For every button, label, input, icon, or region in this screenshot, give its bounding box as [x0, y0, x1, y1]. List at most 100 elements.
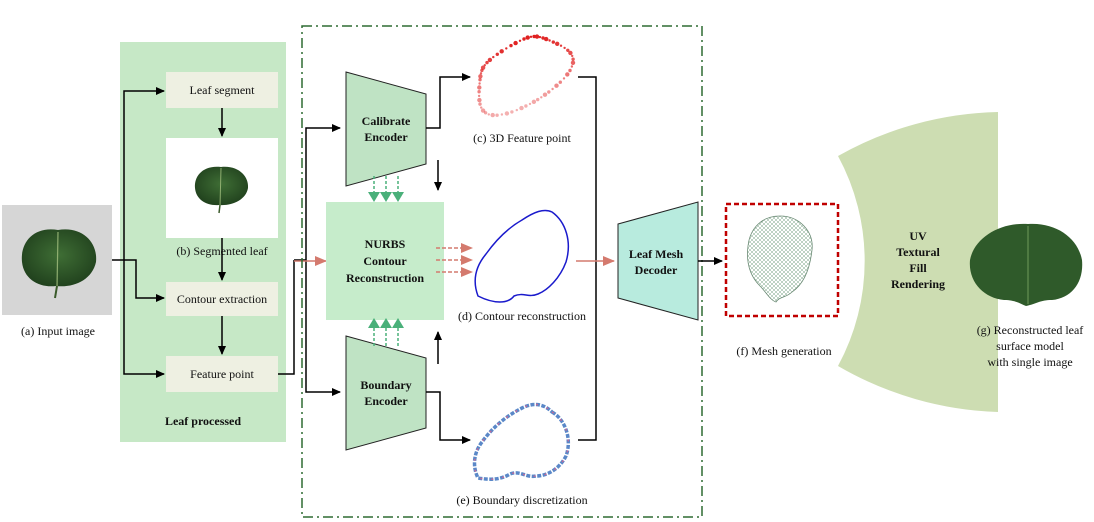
nurbs-line3: Reconstruction — [346, 271, 424, 285]
feature-point-dot — [568, 68, 572, 73]
feature-point-dot — [495, 52, 499, 56]
feature-point-dot — [504, 111, 510, 116]
feature-point-dot — [485, 60, 489, 65]
feature-point-dot — [544, 36, 549, 42]
reconstructed-line2: surface model — [996, 339, 1064, 353]
feature-point-dot — [477, 90, 481, 94]
feature-point-dot — [478, 74, 483, 79]
feature-point-dot — [505, 47, 508, 50]
feature-point-dot — [477, 94, 481, 98]
feature-point-dot — [518, 39, 522, 42]
mesh-leaf — [747, 215, 813, 303]
feature-point-dot — [480, 65, 486, 70]
feature-point-dot — [547, 90, 551, 94]
feature-point-dot — [559, 44, 563, 47]
feature-point-dot — [542, 92, 548, 97]
calibrate-encoder — [345, 71, 427, 187]
feature-point-dot — [571, 57, 575, 61]
panel-arrows — [112, 87, 341, 396]
feature-point-dot — [519, 105, 524, 111]
reconstructed-line3: with single image — [987, 355, 1072, 369]
feature-point-dot — [565, 72, 570, 77]
feature-point-dot — [480, 106, 483, 109]
feature-point-dot — [554, 83, 559, 88]
feature-3d-label: (c) 3D Feature point — [473, 131, 571, 145]
feature-point-dot — [540, 96, 543, 99]
boundary-encoder-line1: Boundary — [360, 378, 411, 392]
feature-point-dot — [510, 110, 514, 114]
feature-point-dot — [563, 46, 566, 50]
feature-point-dot — [534, 34, 540, 39]
feature-point-label: Feature point — [190, 367, 254, 381]
feature-point-dot — [551, 40, 555, 44]
feature-point-dot — [500, 113, 504, 116]
contour-reconstruction-label: (d) Contour reconstruction — [458, 309, 586, 323]
feature-point-dot — [495, 113, 499, 117]
feature-point-dot — [477, 85, 482, 90]
input-image-label: (a) Input image — [21, 324, 95, 338]
feature-point-dot — [566, 48, 570, 52]
uv-line2: Textural — [896, 245, 940, 259]
feature-point-dot — [487, 113, 490, 116]
reconstructed-leaf — [969, 223, 1083, 306]
feature-point-dot — [478, 82, 481, 85]
uv-line3: Fill — [909, 261, 927, 275]
network-frame — [301, 25, 703, 518]
feature-point-dot — [528, 102, 532, 106]
uv-rendering-arc — [838, 112, 998, 412]
feature-point-dot — [568, 50, 573, 56]
feature-point-dot — [538, 35, 542, 39]
feature-point-dot — [524, 104, 528, 108]
boundary-curve — [472, 402, 571, 481]
feature-point-dot — [487, 57, 493, 63]
feature-point-dot — [490, 112, 495, 118]
merge-bracket — [578, 76, 597, 441]
feature-point-dot — [480, 108, 486, 113]
feature-point-dot — [478, 78, 482, 82]
feature-point-dot — [551, 87, 554, 91]
feature-point-dot — [479, 72, 483, 75]
feature-point-dot — [477, 97, 482, 103]
feature-point-dot — [525, 35, 530, 40]
feature-point-dot — [483, 63, 486, 67]
feature-point-dot — [555, 41, 560, 46]
feature-point-dot — [529, 35, 533, 38]
feature-point-dot — [562, 77, 566, 80]
uv-line1: UV — [909, 229, 927, 243]
feature-point-dot — [536, 97, 540, 102]
encoder-arrows — [426, 73, 471, 444]
leaf-segment-label: Leaf segment — [190, 83, 256, 97]
feature-point-dot — [558, 80, 562, 84]
mesh-generation-label: (f) Mesh generation — [736, 344, 831, 358]
feature-point-dot — [513, 40, 518, 46]
nurbs-output-arrows — [436, 243, 473, 277]
decoder-line1: Leaf Mesh — [629, 247, 684, 261]
calibrate-encoder-line1: Calibrate — [362, 114, 411, 128]
feature-point-dot — [492, 55, 495, 59]
input-image — [2, 205, 112, 315]
feature-point-dot — [570, 65, 574, 68]
feature-point-dot — [478, 102, 482, 106]
nurbs-box — [326, 202, 444, 320]
feature-point-dot — [483, 111, 488, 115]
decoder-line2: Decoder — [635, 263, 678, 277]
boundary-discretization-label: (e) Boundary discretization — [456, 493, 587, 507]
boundary-encoder-line2: Encoder — [364, 394, 408, 408]
contour-extraction-box — [166, 282, 278, 316]
boundary-encoder — [345, 335, 427, 451]
green-dashed-arrows — [368, 176, 404, 346]
feature-point-dot — [515, 108, 518, 112]
feature-point-dot — [570, 60, 576, 65]
nurbs-line1: NURBS — [365, 237, 406, 251]
feature-points-plot — [477, 34, 576, 118]
reconstructed-line1: (g) Reconstructed leaf — [977, 323, 1084, 337]
feature-point-dot — [571, 54, 574, 58]
feature-point-box — [166, 356, 278, 392]
feature-point-dot — [522, 37, 526, 41]
feature-point-dot — [499, 49, 504, 54]
leaf-segment-box — [166, 72, 278, 108]
calibrate-encoder-line2: Encoder — [364, 130, 408, 144]
feature-point-dot — [541, 36, 545, 40]
contour-curve — [474, 209, 570, 303]
